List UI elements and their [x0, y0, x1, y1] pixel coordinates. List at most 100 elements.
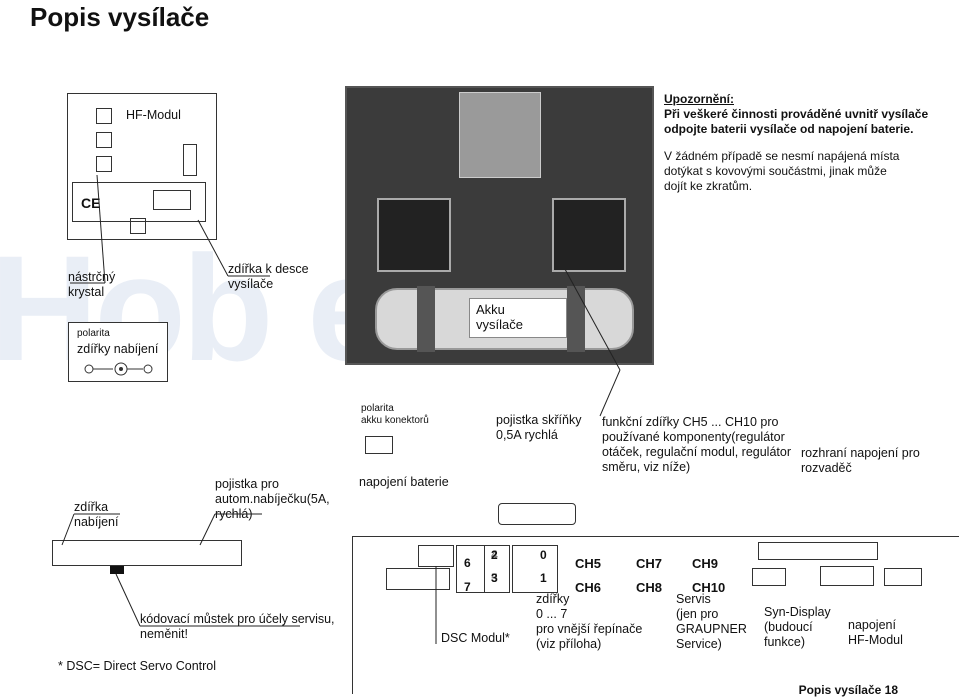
service-line-2: (jen pro [676, 607, 719, 621]
hf-module-square-1 [96, 108, 112, 124]
charge-polarity-symbol [84, 362, 153, 376]
photo-left-stick [377, 198, 451, 272]
warning-line-4: dotýkat s kovovými součástmi, jinak může [664, 164, 887, 178]
board-socket-label-line-2: vysílače [228, 277, 274, 291]
photo-battery-strap-1 [417, 286, 435, 352]
crystal-label-line-2: krystal [68, 285, 105, 299]
left-connector [386, 568, 450, 590]
charging-board [52, 540, 242, 566]
ch9-label: CH9 [692, 556, 719, 571]
hf-module-label: HF-Modul [126, 108, 181, 122]
switchbox-connector [758, 542, 878, 560]
hf-module-drawing: HF-Modul CE [67, 93, 217, 240]
battery-connection-label: napojení baterie [359, 475, 449, 489]
channel-block-mid [484, 545, 510, 593]
function-sockets-line-2: používané komponenty(regulátor [602, 430, 785, 444]
case-fuse-line-2: 0,5A rychlá [496, 428, 558, 442]
ch5-label: CH5 [575, 556, 602, 571]
service-line-3: GRAUPNER [676, 622, 747, 636]
channel-5: 5 [491, 571, 498, 585]
warning-line-3: V žádném případě se nesmí napájená místa [664, 149, 900, 163]
switchbox-label: rozhraní napojení pro rozvaděč [801, 446, 920, 476]
case-fuse-symbol [498, 503, 576, 525]
crystal-label-line-1: nástrčný [68, 270, 116, 284]
syn-display-label: Syn-Display (budoucí funkce) [764, 605, 831, 650]
external-sockets-line-3: pro vnější řepínače [536, 622, 643, 636]
photo-battery-strap-2 [567, 286, 585, 352]
case-fuse-label: pojistka skříňky 0,5A rychlá [496, 413, 581, 443]
warning-line-1: Při veškeré činnosti prováděné uvnitř vy… [664, 107, 929, 121]
charge-polarity-line-1: polarita [77, 328, 110, 339]
switchbox-line-1: rozhraní napojení pro [801, 446, 920, 460]
hf-connection-label: napojení HF-Modul [848, 618, 903, 648]
charge-socket-line-1: zdířka [74, 500, 109, 514]
hf-connection-line-1: napojení [848, 618, 896, 632]
external-sockets-label: zdířky 0 ... 7 pro vnější řepínače (viz … [536, 592, 642, 652]
charge-socket-line-2: nabíjení [74, 515, 119, 529]
charge-polarity-line-2: zdířky nabíjení [77, 342, 159, 356]
service-connector [820, 566, 874, 586]
channel-7: 7 [464, 580, 471, 594]
page-footer: Popis vysílače 18 [798, 683, 898, 697]
charger-fuse-line-3: rychlá) [215, 507, 253, 521]
hf-module-panel: CE [72, 182, 206, 222]
hf-module-square-4 [130, 218, 146, 234]
charger-fuse-line-1: pojistka pro [215, 477, 279, 491]
connector-polarity-label: polarita akku konektorů [361, 403, 429, 427]
syn-display-line-1: Syn-Display [764, 605, 831, 619]
warning-line-5: dojít ke zkratům. [664, 179, 753, 193]
coding-bridge-line-1: kódovací můstek pro účely servisu, [140, 612, 335, 626]
dsc-module-label: DSC Modul* [441, 631, 510, 645]
hf-connector [884, 568, 922, 586]
function-sockets-line-1: funkční zdířky CH5 ... CH10 pro [602, 415, 779, 429]
service-line-1: Servis [676, 592, 711, 606]
akku-label-line-2: vysílače [476, 317, 523, 332]
function-sockets-label: funkční zdířky CH5 ... CH10 pro používan… [602, 415, 791, 475]
external-sockets-line-4: (viz příloha) [536, 637, 602, 651]
channel-6: 6 [464, 556, 471, 570]
coding-bridge-label: kódovací můstek pro účely servisu, neměn… [140, 612, 335, 642]
connector-strip [352, 536, 959, 694]
charge-socket-label: zdířka nabíjení [74, 500, 118, 530]
channel-2: 2 [491, 548, 498, 562]
akku-label: Akku vysílače [469, 298, 567, 338]
channel-0: 0 [540, 548, 547, 562]
function-sockets-line-3: otáček, regulační modul, regulátor [602, 445, 791, 459]
ch7-label: CH7 [636, 556, 663, 571]
transmitter-photo: Akku vysílače [345, 86, 654, 365]
ch10-label: CH10 [692, 580, 726, 595]
battery-connector-symbol [365, 436, 393, 454]
syn-display-line-3: funkce) [764, 635, 805, 649]
warning-note: Upozornění: Při veškeré činnosti provádě… [664, 92, 954, 194]
hf-module-slot [153, 190, 191, 210]
coding-bridge [110, 566, 124, 574]
external-sockets-line-2: 0 ... 7 [536, 607, 568, 621]
case-fuse-line-1: pojistka skříňky [496, 413, 582, 427]
crystal-label: nástrčný krystal [68, 270, 115, 300]
akku-label-line-1: Akku [476, 302, 505, 317]
service-line-4: Service) [676, 637, 722, 651]
coding-bridge-line-2: neměnit! [140, 627, 188, 641]
charger-fuse-label: pojistka pro autom.nabíječku(5A, rychlá) [215, 477, 330, 522]
charge-polarity-box: polarita zdířky nabíjení [68, 322, 168, 382]
ce-mark: CE [81, 195, 101, 211]
channel-1: 1 [540, 571, 547, 585]
dsc-footnote: * DSC= Direct Servo Control [58, 659, 217, 673]
function-sockets-line-4: směru, viz níže) [602, 460, 691, 474]
service-label: Servis (jen pro GRAUPNER Service) [676, 592, 747, 652]
channel-block-left [456, 545, 486, 593]
switchbox-line-2: rozvaděč [801, 461, 852, 475]
charger-fuse-line-2: autom.nabíječku(5A, [215, 492, 330, 506]
channel-block-right [512, 545, 558, 593]
hf-connection-line-2: HF-Modul [848, 633, 903, 647]
warning-heading: Upozornění: [664, 92, 734, 106]
dsc-connector [418, 545, 454, 567]
photo-battery-pack: Akku vysílače [375, 286, 634, 352]
channel-3: 3 [491, 571, 498, 585]
channel-4: 4 [491, 548, 498, 562]
hf-module-pins [183, 144, 197, 176]
external-sockets-line-1: zdířky [536, 592, 570, 606]
hf-module-square-2 [96, 132, 112, 148]
hf-module-square-3 [96, 156, 112, 172]
page-title: Popis vysílače [30, 2, 210, 32]
